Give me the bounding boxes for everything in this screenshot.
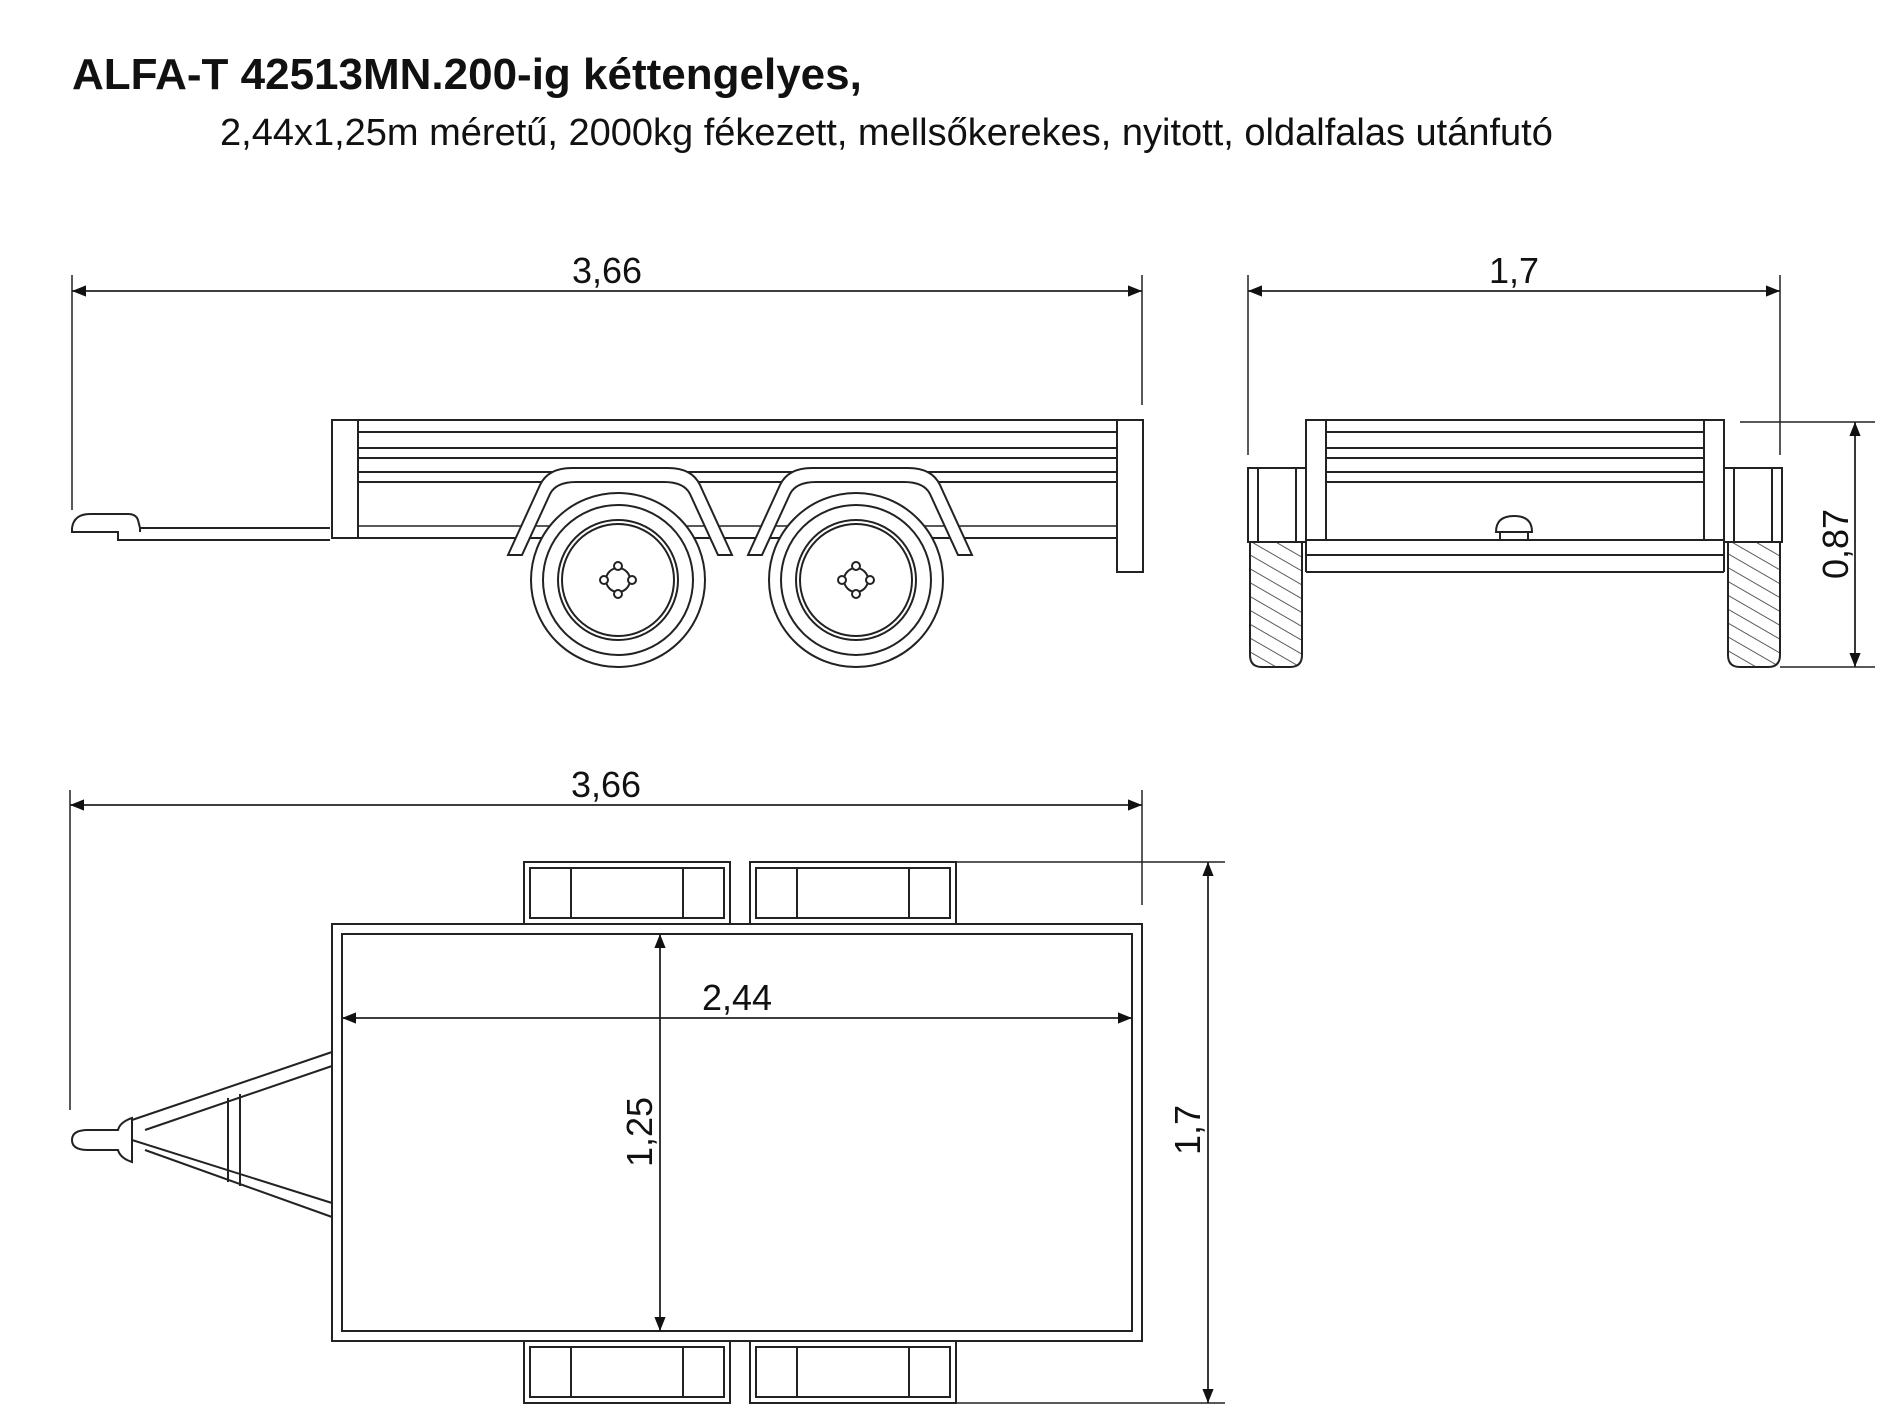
rear-fender-right [1723, 467, 1783, 543]
side-wheel-front [530, 492, 706, 668]
top-fenders-lower [523, 1340, 957, 1404]
bed-width-label: 1,25 [619, 1097, 660, 1167]
drawing-title: ALFA-T 42513MN.200-ig kéttengelyes, [72, 50, 862, 99]
rear-height-dimension: 0,87 [1740, 421, 1875, 668]
rear-view: 1,7 0,87 [1247, 250, 1875, 668]
bed-length-label: 2,44 [702, 977, 772, 1018]
side-drawbar [71, 513, 330, 541]
side-length-dimension: 3,66 [71, 250, 1143, 510]
top-length-label: 3,66 [571, 764, 641, 805]
rear-height-label: 0,87 [1815, 509, 1856, 579]
side-view: 3,66 [71, 250, 1144, 668]
top-width-dimension: 1,7 [952, 861, 1225, 1404]
side-fender-front [506, 467, 734, 556]
rear-body [1305, 419, 1725, 573]
bed-width-dimension: 1,25 [619, 934, 666, 1331]
top-drawbar [70, 1051, 333, 1218]
side-length-label: 3,66 [572, 250, 642, 291]
side-fender-rear [746, 467, 974, 556]
top-width-label: 1,7 [1167, 1105, 1208, 1155]
top-bed [331, 923, 1143, 1342]
rear-width-dimension: 1,7 [1247, 250, 1781, 455]
rear-fender-left [1247, 467, 1307, 543]
top-length-dimension: 3,66 [69, 764, 1143, 1110]
rear-coupling-knob [1494, 514, 1534, 541]
bed-length-dimension: 2,44 [342, 977, 1132, 1024]
side-body [331, 419, 1144, 573]
side-wheel-rear [768, 492, 944, 668]
rear-tire-left [1249, 539, 1303, 668]
rear-width-label: 1,7 [1489, 250, 1539, 291]
top-fenders-upper [523, 861, 957, 925]
top-view: 3,66 1,7 [69, 764, 1225, 1404]
rear-tire-right [1727, 539, 1781, 668]
drawing-subtitle: 2,44x1,25m méretű, 2000kg fékezett, mell… [220, 112, 1553, 154]
